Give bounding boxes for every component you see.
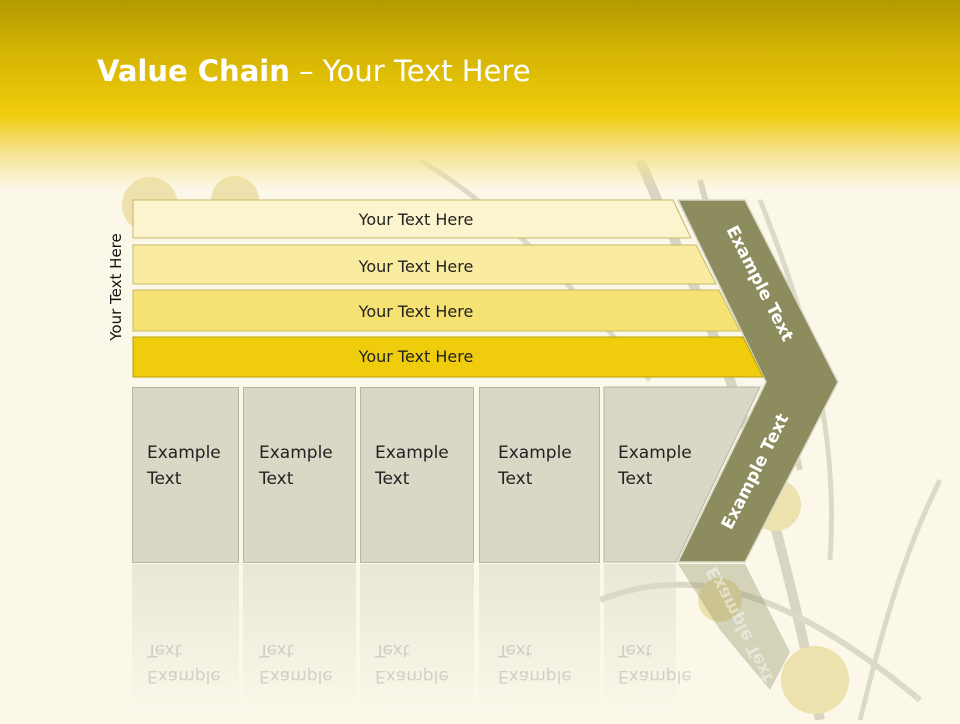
column-box	[603, 386, 761, 563]
column-reflection	[479, 564, 600, 714]
column-text-line1: Example	[147, 443, 221, 463]
column-text-line2: Text	[375, 469, 410, 489]
column-text-line1: Example	[375, 443, 449, 463]
reflection-line1: Example	[375, 666, 449, 686]
row-label: Your Text Here	[358, 347, 474, 366]
column-box	[132, 387, 239, 563]
column-text: Example Text	[259, 440, 333, 492]
row-band	[132, 289, 741, 332]
title-banner	[0, 0, 960, 190]
page-title-bold: Value Chain	[97, 54, 290, 88]
column-box	[243, 387, 356, 563]
row-label: Your Text Here	[358, 302, 474, 321]
column-reflection	[360, 564, 474, 714]
column-text-line1: Example	[618, 443, 692, 463]
reflection-line2: Text	[259, 640, 294, 660]
page-title: Value Chain – Your Text Here	[97, 54, 531, 88]
column-text: Example Text	[618, 440, 692, 492]
column-text: Example Text	[498, 440, 572, 492]
column-reflection	[132, 564, 239, 714]
row-label: Your Text Here	[358, 257, 474, 276]
reflection-line1: Example	[147, 666, 221, 686]
column-box	[360, 387, 474, 563]
column-box	[479, 387, 600, 563]
column-text-line2: Text	[259, 469, 294, 489]
column-text-reflection: Example Text	[375, 637, 449, 689]
column-text-reflection: Example Text	[259, 637, 333, 689]
column-text-line1: Example	[498, 443, 572, 463]
column-text-line1: Example	[259, 443, 333, 463]
reflection-line1: Example	[618, 666, 692, 686]
reflection-line2: Text	[618, 640, 653, 660]
chevron-arrow-reflection	[678, 564, 790, 690]
column-text: Example Text	[147, 440, 221, 492]
reflection-line2: Text	[375, 640, 410, 660]
chevron-arrow	[676, 199, 839, 563]
row-band	[132, 199, 692, 239]
column-text: Example Text	[375, 440, 449, 492]
reflection-line2: Text	[147, 640, 182, 660]
column-text-line2: Text	[618, 469, 653, 489]
row-band	[132, 336, 764, 378]
column-text-reflection: Example Text	[618, 637, 692, 689]
reflection-line1: Example	[259, 666, 333, 686]
column-reflection	[243, 564, 356, 714]
page-title-rest: – Your Text Here	[289, 54, 531, 88]
column-text-line2: Text	[147, 469, 182, 489]
column-reflection	[604, 564, 676, 714]
reflection-line1: Example	[498, 666, 572, 686]
reflection-line2: Text	[498, 640, 533, 660]
column-text-reflection: Example Text	[498, 637, 572, 689]
row-label: Your Text Here	[358, 210, 474, 229]
column-text-line2: Text	[498, 469, 533, 489]
row-band	[132, 244, 717, 285]
column-text-reflection: Example Text	[147, 637, 221, 689]
